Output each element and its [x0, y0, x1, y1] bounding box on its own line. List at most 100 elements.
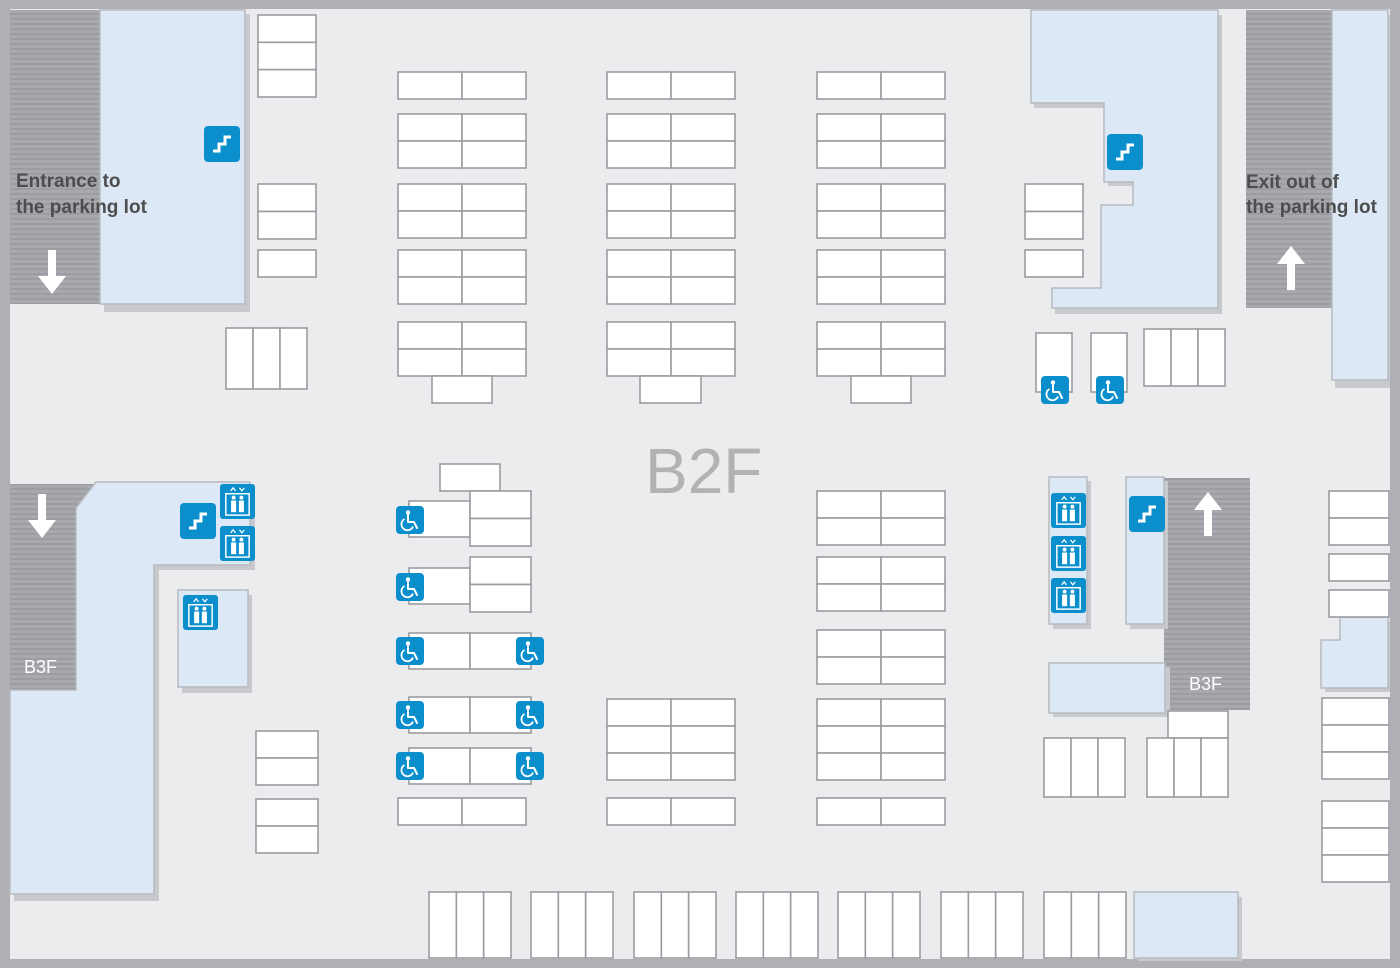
parking-space: [670, 752, 736, 781]
wheelchair-icon: [1041, 376, 1069, 404]
parking-space: [606, 321, 672, 350]
parking-space: [1197, 328, 1226, 387]
parking-space: [461, 249, 527, 278]
parking-space: [431, 375, 493, 404]
parking-space: [255, 757, 319, 786]
parking-space: [880, 183, 946, 212]
parking-space: [880, 725, 946, 754]
parking-space: [606, 698, 672, 727]
core-bottom-left: [9, 481, 251, 895]
building-cores: [9, 9, 1390, 961]
parking-space: [816, 752, 882, 781]
parking-space: [1321, 697, 1390, 726]
parking-space: [397, 797, 463, 826]
parking-space: [816, 556, 882, 585]
parking-space: [880, 629, 946, 658]
parking-space: [1070, 737, 1099, 798]
parking-space: [816, 113, 882, 142]
wheelchair-icon: [396, 573, 424, 601]
parking-space: [606, 725, 672, 754]
parking-space: [670, 797, 736, 826]
parking-space: [816, 140, 882, 169]
parking-space: [397, 348, 463, 377]
parking-space: [670, 71, 736, 100]
parking-space: [584, 891, 614, 959]
parking-space: [1024, 183, 1084, 213]
parking-space: [1200, 737, 1229, 798]
parking-space: [469, 583, 532, 613]
parking-space: [816, 249, 882, 278]
parking-space: [1170, 328, 1199, 387]
parking-space: [789, 891, 819, 959]
parking-space: [994, 891, 1024, 959]
parking-space: [255, 730, 319, 759]
wheelchair-icon: [396, 506, 424, 534]
parking-space: [461, 348, 527, 377]
arrow-up-icon: [1277, 246, 1305, 290]
entrance-label-line1: Entrance to: [16, 171, 121, 192]
parking-space: [1328, 490, 1390, 519]
parking-space: [397, 71, 463, 100]
parking-space: [670, 698, 736, 727]
parking-space: [397, 321, 463, 350]
parking-space: [880, 276, 946, 305]
parking-space: [1167, 710, 1229, 739]
parking-space: [670, 210, 736, 239]
elevator-icon: [220, 526, 255, 561]
parking-space: [880, 752, 946, 781]
parking-space: [880, 490, 946, 519]
wheelchair-icon: [396, 752, 424, 780]
parking-space: [1328, 589, 1390, 618]
parking-space: [1024, 210, 1084, 240]
wheelchair-icon: [396, 637, 424, 665]
parking-space: [816, 276, 882, 305]
parking-space: [1321, 827, 1390, 856]
parking-space: [1097, 737, 1126, 798]
parking-space: [1321, 724, 1390, 753]
parking-space: [735, 891, 765, 959]
parking-space: [428, 891, 458, 959]
parking-space: [816, 490, 882, 519]
parking-space: [606, 797, 672, 826]
parking-space: [461, 797, 527, 826]
stairs-icon: [1129, 496, 1165, 532]
parking-space: [816, 321, 882, 350]
parking-space: [461, 71, 527, 100]
core-right-edge: [1331, 9, 1389, 381]
ramps: [10, 10, 1336, 710]
wheelchair-icon: [1096, 376, 1124, 404]
parking-space: [255, 798, 319, 827]
ramp-left-label: B3F: [24, 657, 57, 677]
parking-space: [816, 348, 882, 377]
parking-space: [816, 71, 882, 100]
parking-space: [880, 140, 946, 169]
parking-space: [1321, 854, 1390, 883]
parking-space: [1321, 751, 1390, 780]
parking-space: [1043, 891, 1073, 959]
parking-space: [279, 327, 308, 390]
parking-space: [670, 276, 736, 305]
parking-space: [397, 276, 463, 305]
parking-space: [670, 249, 736, 278]
parking-space: [397, 183, 463, 212]
parking-space: [1328, 517, 1390, 546]
map-icons: [180, 126, 1165, 780]
parking-space: [633, 891, 663, 959]
elevator-icon: [220, 484, 255, 519]
ramp-right-label: B3F: [1189, 674, 1222, 694]
parking-space: [1328, 553, 1390, 582]
ramp-arrows: [28, 246, 1305, 538]
exit-label-line2: the parking lot: [1246, 197, 1378, 218]
parking-space: [252, 327, 281, 390]
arrow-down-icon: [28, 494, 56, 538]
parking-space: [255, 825, 319, 854]
parking-space: [880, 556, 946, 585]
wheelchair-icon: [516, 637, 544, 665]
parking-space: [967, 891, 997, 959]
entrance-label-line2: the parking lot: [16, 197, 148, 218]
parking-space: [1043, 737, 1072, 798]
parking-space: [940, 891, 970, 959]
parking-space: [606, 71, 672, 100]
parking-space: [225, 327, 254, 390]
